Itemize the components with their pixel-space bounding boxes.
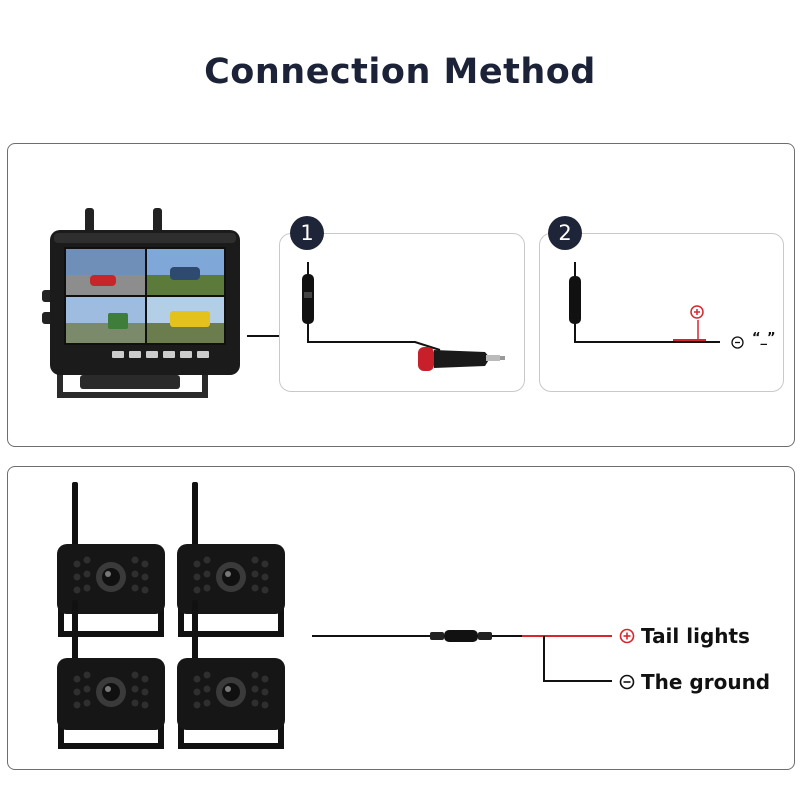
- camera-wiring-diagram: [312, 630, 612, 682]
- tail-lights-label: Tail lights: [641, 624, 750, 648]
- camera-icon: [177, 600, 285, 749]
- inline-fuse-icon: [569, 262, 720, 343]
- monitor-icon: [42, 208, 240, 398]
- step-2-badge: 2: [548, 216, 582, 250]
- monitor-cable-line: [247, 335, 279, 337]
- camera-icon: [177, 482, 285, 637]
- cigarette-lighter-plug-icon: [302, 262, 505, 371]
- minus-circle-icon: [619, 674, 635, 690]
- page-title: Connection Method: [204, 52, 596, 92]
- camera-icon: [57, 600, 165, 749]
- plus-circle-icon: [619, 628, 635, 644]
- minus-circle-icon: [731, 336, 744, 349]
- camera-icon: [57, 482, 165, 637]
- step-1-badge: 1: [290, 216, 324, 250]
- negative-terminal-label: “_”: [752, 331, 776, 346]
- plus-circle-icon: [690, 305, 704, 319]
- ground-label: The ground: [641, 670, 771, 694]
